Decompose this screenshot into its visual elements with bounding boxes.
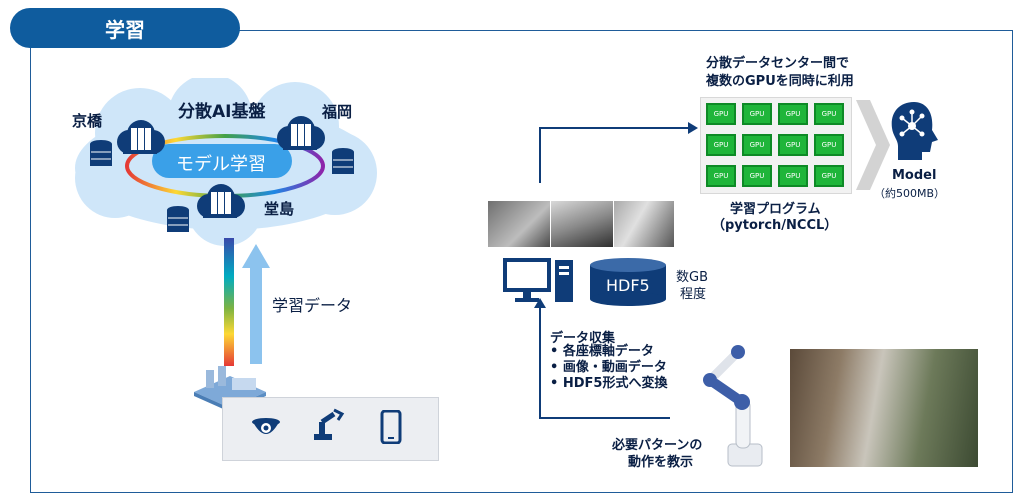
storage-size-line1: 数GB xyxy=(676,270,708,285)
program-line1: 学習プログラム xyxy=(730,202,821,217)
list-item: • 各座標軸データ xyxy=(550,344,654,359)
robot-arm-icon xyxy=(314,408,345,440)
smartphone-icon xyxy=(380,410,402,444)
gpu-caption-line2: 複数のGPUを同時に利用 xyxy=(706,74,854,89)
model-training-pill xyxy=(152,144,292,178)
upper-arrow-line xyxy=(539,127,688,183)
gpu-chip: GPU xyxy=(814,134,844,156)
teach-line2: 動作を教示 xyxy=(628,455,694,470)
upload-arrow-shaft xyxy=(250,266,262,364)
robot-arm-illustration xyxy=(703,345,763,467)
gpu-chip: GPU xyxy=(742,134,772,156)
section-header-tab: 学習 xyxy=(10,8,240,48)
model-training-label: モデル学習 xyxy=(176,154,266,175)
site-dojima: 堂島 xyxy=(264,200,295,218)
program-line2: （pytorch/NCCL） xyxy=(712,218,838,233)
ai-head-icon xyxy=(891,102,938,160)
server-cloud-icon xyxy=(277,116,325,150)
training-data-label: 学習データ xyxy=(272,296,353,315)
lower-arrow-line xyxy=(539,308,670,419)
database-icon xyxy=(167,206,189,232)
hdf5-label: HDF5 xyxy=(606,276,650,295)
hdf5-storage-icon xyxy=(590,258,666,306)
teaching-photo xyxy=(790,349,978,467)
output-chevron xyxy=(856,100,890,190)
model-size: （約500MB） xyxy=(874,187,946,200)
gpu-chip: GPU xyxy=(814,103,844,125)
cloud-title: 分散AI基盤 xyxy=(178,102,266,122)
right-flow-arrows xyxy=(534,122,698,419)
rainbow-beam xyxy=(224,238,234,366)
upload-arrow-head xyxy=(242,244,270,268)
collection-list: • 各座標軸データ • 画像・動画データ • HDF5形式へ変換 xyxy=(550,344,667,392)
gpu-chip: GPU xyxy=(706,165,736,187)
camera-image-2 xyxy=(551,201,613,247)
list-item: • 画像・動画データ xyxy=(550,360,667,375)
gpu-chip: GPU xyxy=(706,103,736,125)
content-frame xyxy=(30,30,1013,493)
database-icon xyxy=(90,140,112,166)
camera-image-1 xyxy=(488,201,550,247)
collection-title: データ収集 xyxy=(550,331,616,346)
list-item: • HDF5形式へ変換 xyxy=(550,376,668,391)
lower-arrow-head xyxy=(534,298,546,308)
gpu-chip: GPU xyxy=(742,103,772,125)
site-fukuoka: 福岡 xyxy=(322,103,353,121)
security-camera-icon xyxy=(252,418,280,434)
gpu-chip: GPU xyxy=(778,103,808,125)
gpu-chip: GPU xyxy=(706,134,736,156)
gpu-chip: GPU xyxy=(814,165,844,187)
teach-line1: 必要パターンの xyxy=(612,438,703,453)
camera-image-3 xyxy=(614,201,674,247)
gpu-chip: GPU xyxy=(742,165,772,187)
server-cloud-icon xyxy=(117,120,165,154)
gpu-caption-line1: 分散データセンター間で xyxy=(706,56,850,71)
upper-arrow-head xyxy=(688,122,698,134)
pc-icon xyxy=(503,258,573,302)
data-flow-arrows xyxy=(224,238,270,366)
gpu-chip: GPU xyxy=(778,165,808,187)
storage-size-line2: 程度 xyxy=(680,287,707,302)
section-title: 学習 xyxy=(105,17,145,42)
model-title: Model xyxy=(892,168,937,183)
gpu-chip: GPU xyxy=(778,134,808,156)
site-kyobashi: 京橋 xyxy=(72,112,103,130)
database-icon xyxy=(332,148,354,174)
server-cloud-icon xyxy=(197,184,245,218)
